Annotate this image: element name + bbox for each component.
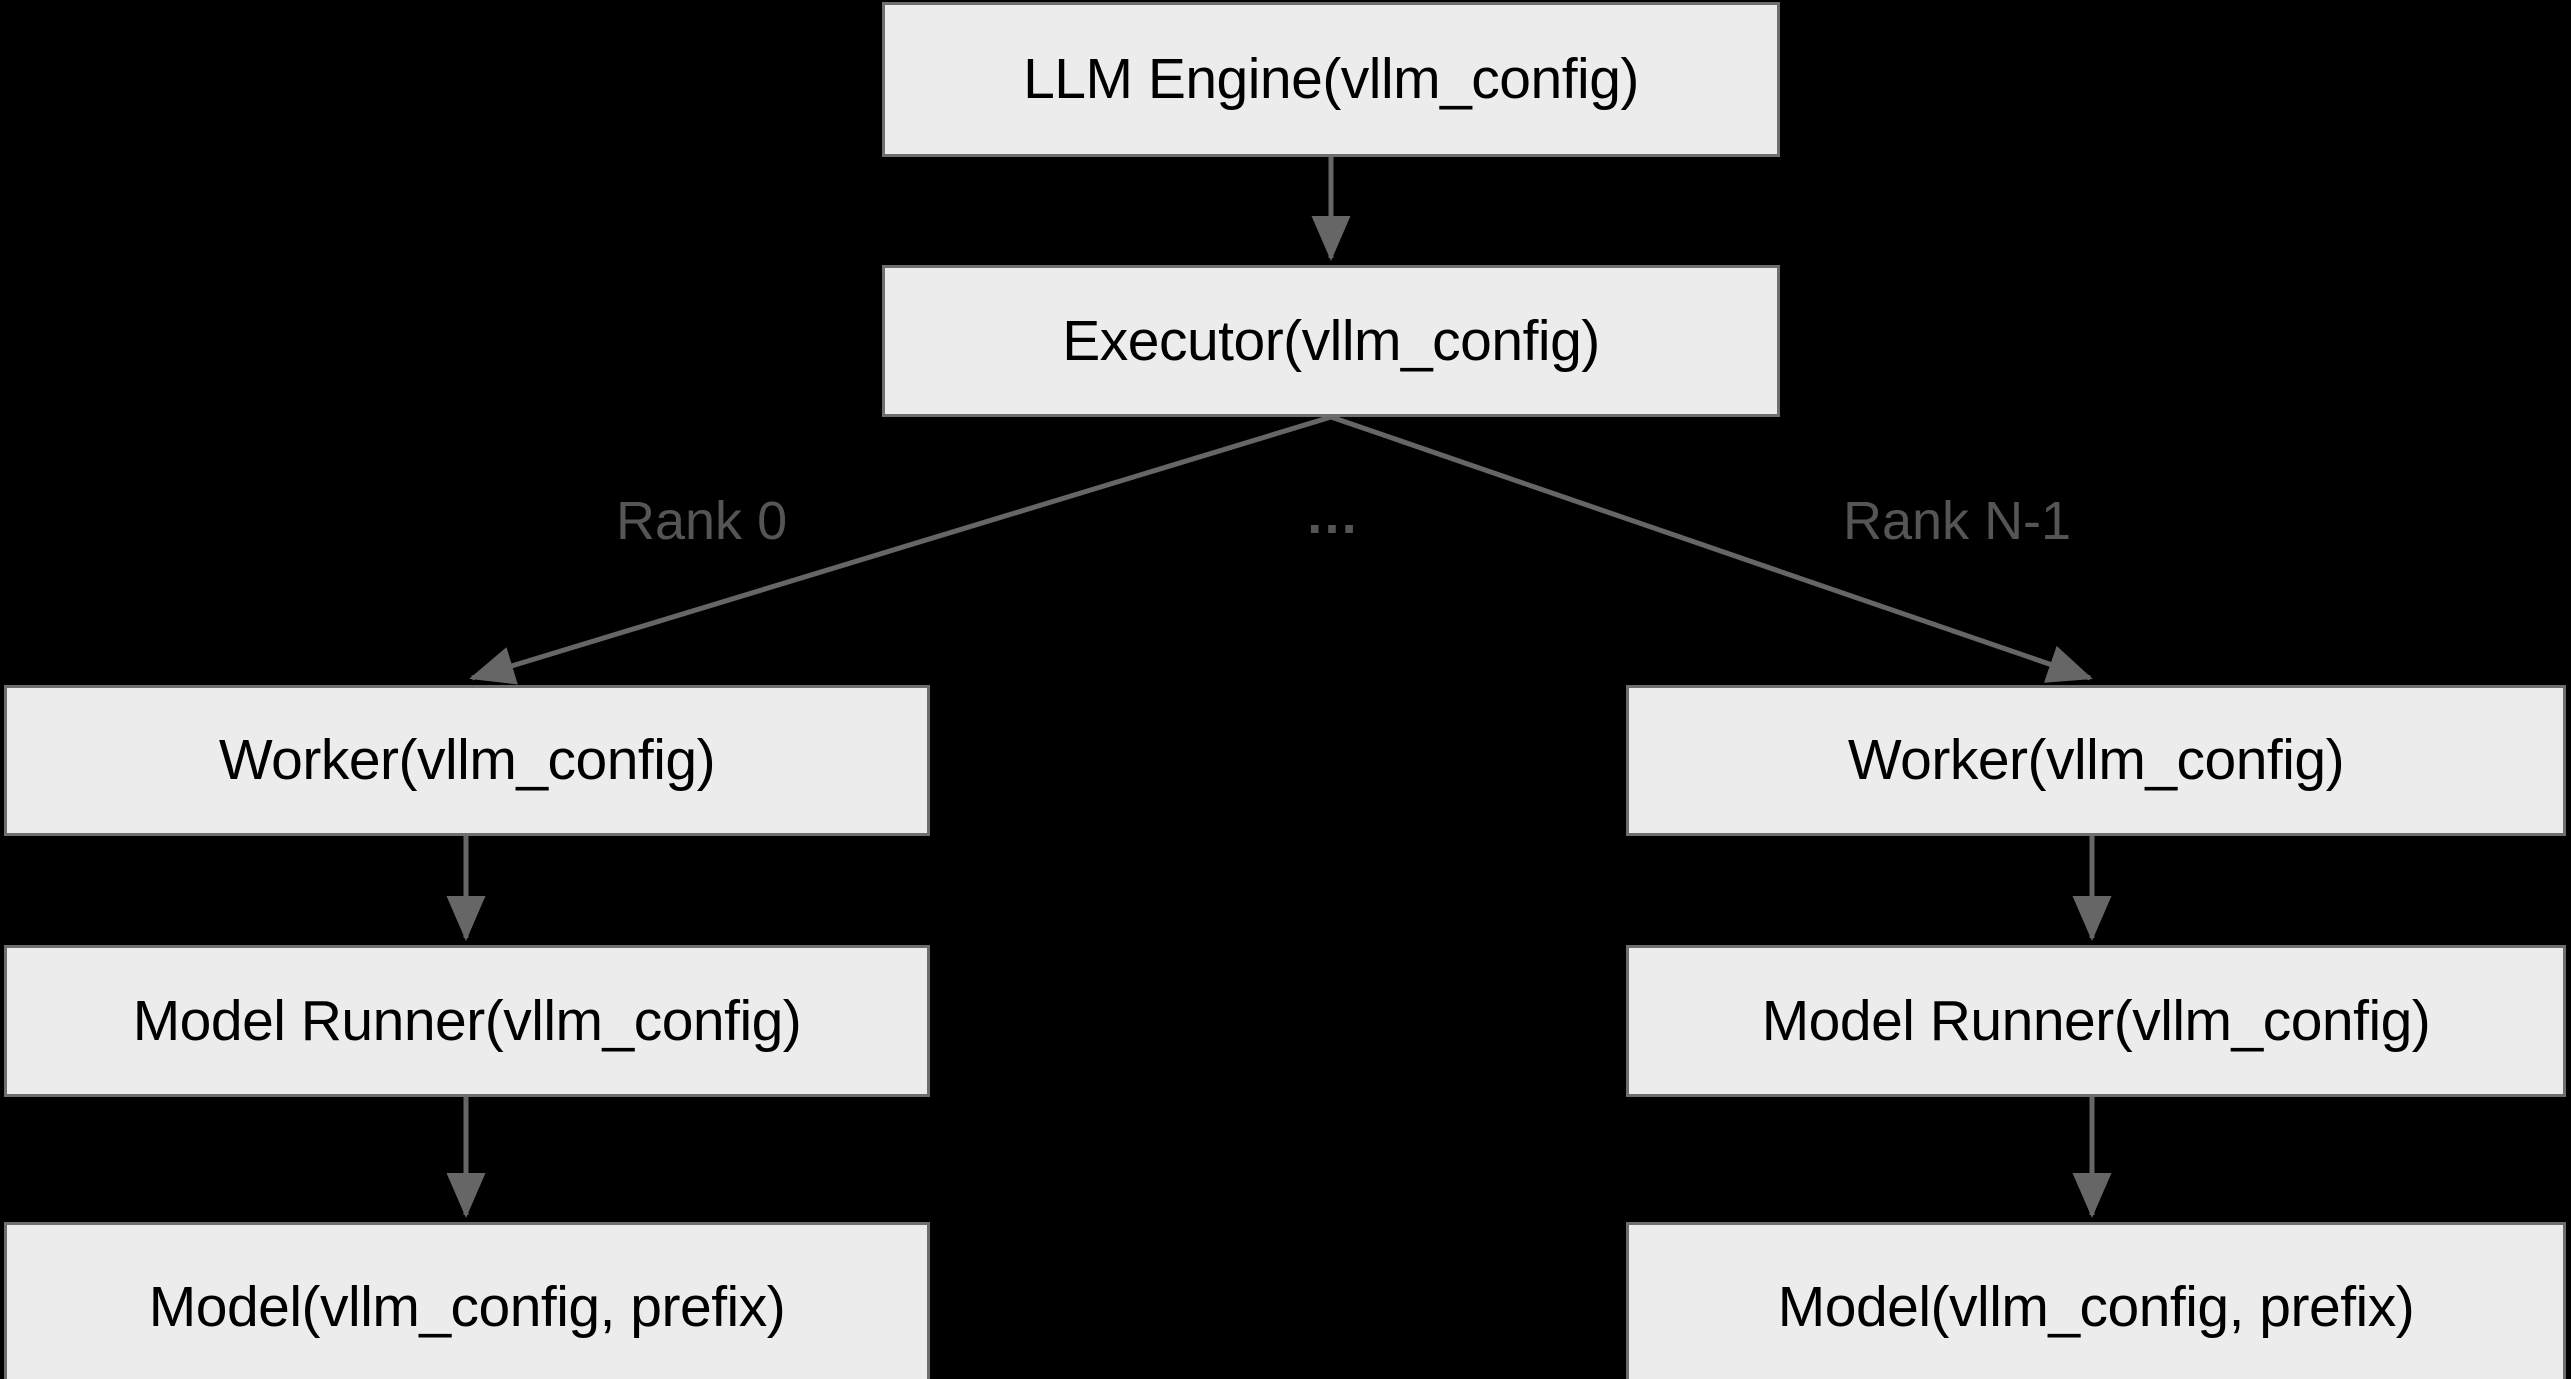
node-model-runner-rank-0[interactable]: Model Runner(vllm_config): [4, 945, 930, 1097]
node-executor-label: Executor(vllm_config): [1062, 308, 1600, 373]
node-worker-rank-0[interactable]: Worker(vllm_config): [4, 685, 930, 836]
node-worker-rank-n-label: Worker(vllm_config): [1847, 728, 2345, 792]
node-llm-engine-label: LLM Engine(vllm_config): [1023, 47, 1639, 111]
node-executor[interactable]: Executor(vllm_config): [882, 265, 1780, 417]
node-model-rank-0[interactable]: Model(vllm_config, prefix): [4, 1222, 930, 1379]
node-llm-engine[interactable]: LLM Engine(vllm_config): [882, 2, 1780, 157]
node-worker-rank-n[interactable]: Worker(vllm_config): [1626, 685, 2566, 836]
edge-label-rank-0: Rank 0: [616, 491, 788, 551]
node-model-runner-rank-n[interactable]: Model Runner(vllm_config): [1626, 945, 2566, 1097]
node-model-rank-0-label: Model(vllm_config, prefix): [148, 1274, 786, 1339]
node-model-rank-n[interactable]: Model(vllm_config, prefix): [1626, 1222, 2566, 1379]
node-model-runner-rank-0-label: Model Runner(vllm_config): [132, 988, 802, 1053]
edge-label-ellipsis: …: [1305, 485, 1359, 545]
node-model-runner-rank-n-label: Model Runner(vllm_config): [1761, 988, 2431, 1053]
edge-label-rank-n: Rank N-1: [1843, 491, 2072, 551]
node-model-rank-n-label: Model(vllm_config, prefix): [1777, 1274, 2415, 1339]
edge-executor-to-worker-left: [469, 414, 1332, 685]
node-worker-rank-0-label: Worker(vllm_config): [218, 728, 716, 792]
